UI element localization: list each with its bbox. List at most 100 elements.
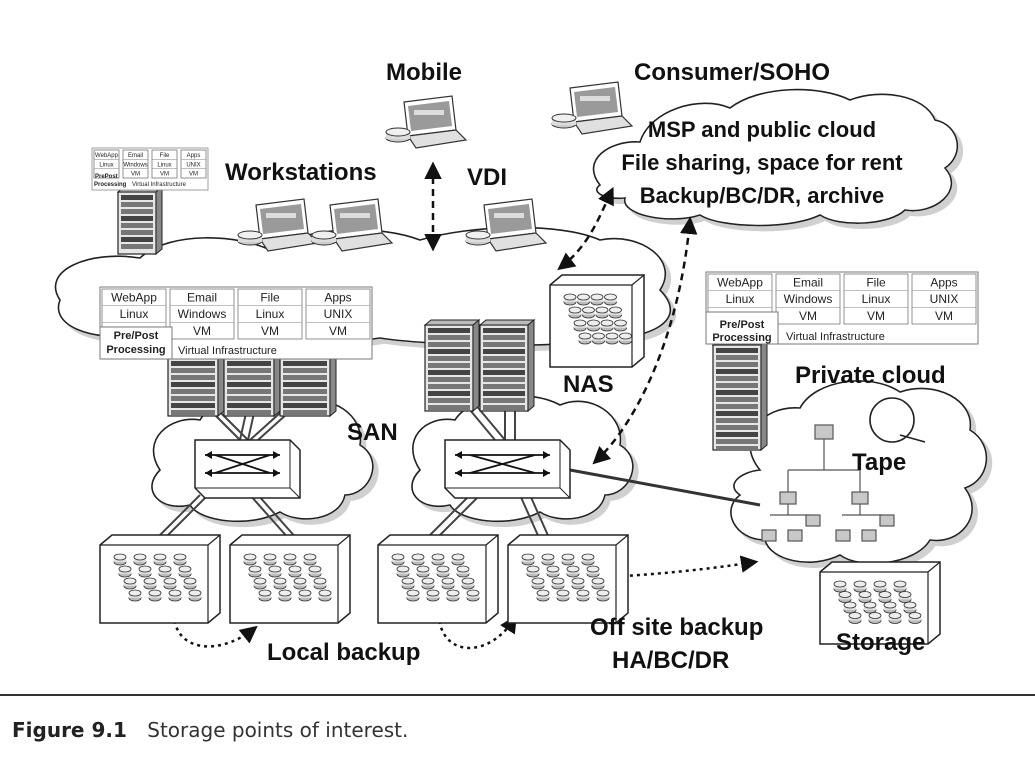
vm-vm-label: VM [867, 309, 885, 323]
vm-app-label: File [260, 291, 280, 305]
vm-panel-left: WebAppLinuxVMEmailWindowsVMFileLinuxVMAp… [99, 286, 373, 360]
vm-app-label: WebApp [95, 153, 119, 159]
server-racks [116, 185, 769, 452]
public-cloud-line-1: MSP and public cloud [648, 117, 876, 142]
label-tape: Tape [852, 449, 906, 476]
vm-os-label: Windows [123, 162, 147, 168]
vm-vm-label: VM [329, 324, 347, 338]
vm-app-label: Email [793, 276, 823, 290]
server-rack-icon [478, 318, 536, 413]
vm-vm-label: VM [935, 309, 953, 323]
label-workstations: Workstations [225, 159, 377, 186]
vm-vm-label: VM [799, 309, 817, 323]
label-ha-bc-dr: HA/BC/DR [612, 647, 729, 674]
vm-app-label: WebApp [717, 276, 763, 290]
virtual-infrastructure-label: Virtual Infrastructure [132, 182, 187, 188]
virtual-infrastructure-label: Virtual Infrastructure [786, 331, 885, 343]
vm-os-label: UNIX [186, 162, 200, 168]
vm-os-label: Windows [784, 292, 833, 306]
vm-app-label: File [866, 276, 886, 290]
label-san: SAN [347, 419, 398, 446]
prepost-label: PrePost [95, 174, 118, 180]
storage-array-icon [507, 534, 629, 624]
vm-os-label: Linux [256, 307, 285, 321]
processing-label: Processing [712, 332, 771, 344]
tape-hierarchy-icon [761, 424, 895, 542]
storage-array-icon [819, 561, 941, 645]
storage-arrays [99, 274, 941, 645]
private-cloud [730, 380, 988, 565]
laptops [237, 81, 634, 252]
vm-vm-label: VM [160, 172, 169, 178]
storage-array-icon [377, 534, 499, 624]
vm-vm-label: VM [261, 324, 279, 338]
caption-rule [0, 694, 1035, 696]
local-backup-connector-2 [437, 599, 517, 650]
server-rack-icon [166, 351, 226, 418]
label-mobile: Mobile [386, 59, 462, 86]
vm-app-label: Apps [324, 291, 351, 305]
vm-os-label: Linux [862, 292, 891, 306]
san-switch-right [444, 439, 571, 499]
server-rack-icon [116, 185, 164, 256]
san-switch-left [194, 439, 301, 499]
vm-vm-label: VM [131, 172, 140, 178]
processing-label: Processing [106, 344, 165, 356]
server-rack-icon [711, 338, 769, 452]
laptop-icon [311, 198, 394, 252]
vm-panel-small: WebAppLinuxEmailWindowsVMFileLinuxVMApps… [91, 147, 209, 191]
processing-label: Processing [94, 182, 127, 188]
prepost-label: Pre/Post [114, 330, 159, 342]
label-consumer-soho: Consumer/SOHO [634, 59, 830, 86]
server-rack-icon [222, 351, 282, 418]
vm-os-label: Linux [157, 162, 171, 168]
label-nas: NAS [563, 371, 614, 398]
san-public-connector [592, 216, 698, 465]
storage-array-icon [99, 534, 221, 624]
laptop-icon [551, 81, 634, 135]
vm-app-label: Apps [930, 276, 957, 290]
vm-vm-label: VM [189, 172, 198, 178]
storage-array-icon [549, 274, 645, 368]
laptop-icon [385, 95, 468, 149]
vm-vm-label: VM [193, 324, 211, 338]
vm-os-label: Linux [726, 292, 755, 306]
figure-number: Figure 9.1 [12, 718, 127, 742]
vm-os-label: UNIX [324, 307, 353, 321]
label-offsite-backup: Off site backup [590, 614, 763, 641]
figure-caption: Figure 9.1 Storage points of interest. [12, 718, 408, 742]
vm-os-label: Linux [99, 162, 113, 168]
laptop-icon [465, 198, 548, 252]
vm-app-label: File [160, 153, 170, 159]
vm-app-label: Apps [187, 153, 201, 159]
tape-reel-icon [869, 397, 926, 443]
public-cloud-line-3: Backup/BC/DR, archive [640, 183, 885, 208]
vm-app-label: WebApp [111, 291, 157, 305]
label-storage: Storage [836, 629, 925, 656]
server-rack-icon [278, 351, 338, 418]
vm-app-label: Email [128, 153, 143, 159]
storage-diagram: WebAppLinuxVMEmailWindowsVMFileLinuxVMAp… [54, 59, 988, 674]
label-private-cloud: Private cloud [795, 362, 946, 389]
vm-os-label: Windows [178, 307, 227, 321]
label-local-backup: Local backup [267, 639, 420, 666]
figure-caption-text: Storage points of interest. [147, 718, 409, 742]
virtual-infrastructure-label: Virtual Infrastructure [178, 345, 277, 357]
vm-panel-right: WebAppLinuxVMEmailWindowsVMFileLinuxVMAp… [705, 271, 979, 345]
laptop-icon [237, 198, 320, 252]
prepost-label: Pre/Post [720, 319, 765, 331]
label-vdi: VDI [467, 164, 507, 191]
vm-os-label: UNIX [930, 292, 959, 306]
server-rack-icon [423, 318, 481, 413]
public-cloud-line-2: File sharing, space for rent [621, 150, 903, 175]
